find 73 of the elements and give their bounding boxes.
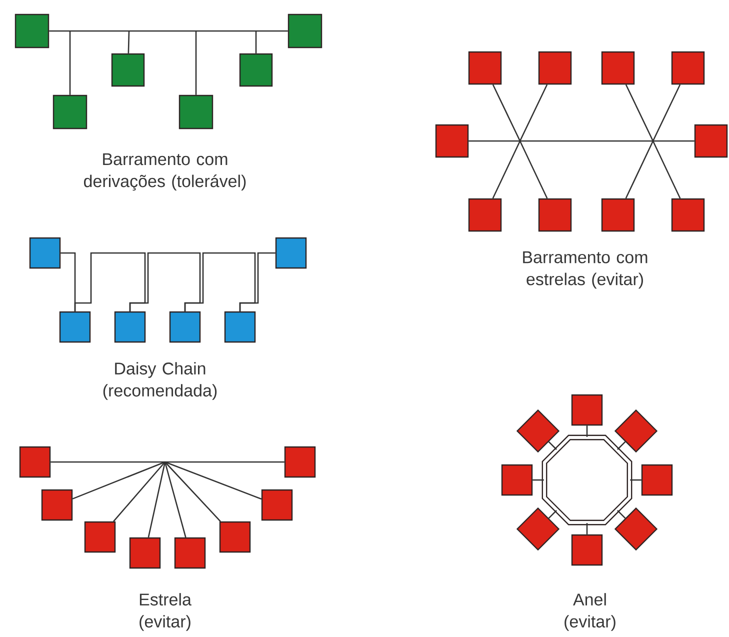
connector-line bbox=[586, 523, 588, 534]
device-box bbox=[111, 53, 145, 87]
device-box bbox=[501, 464, 533, 496]
connector-line bbox=[630, 479, 642, 481]
connector-line bbox=[586, 426, 588, 437]
device-box bbox=[288, 14, 322, 48]
connector-line bbox=[625, 84, 654, 142]
connector-line bbox=[148, 462, 166, 538]
connector-line bbox=[195, 31, 197, 95]
caption: Estrela (evitar) bbox=[140, 593, 192, 631]
device-box bbox=[694, 124, 728, 158]
device-box bbox=[178, 94, 214, 130]
device-box bbox=[29, 237, 61, 269]
connector-line bbox=[239, 252, 276, 312]
connector-line bbox=[72, 461, 166, 500]
connector-line bbox=[468, 140, 694, 142]
device-box bbox=[84, 521, 116, 553]
device-box bbox=[571, 394, 603, 426]
device-box bbox=[169, 311, 201, 343]
connector-line bbox=[617, 510, 626, 519]
connector-line bbox=[129, 252, 201, 312]
connector-line bbox=[164, 462, 221, 522]
device-box bbox=[261, 489, 293, 521]
device-box bbox=[571, 534, 603, 566]
caption: Daisy Chain (recomendada) bbox=[103, 362, 217, 400]
device-box bbox=[284, 446, 316, 478]
connector-line bbox=[49, 30, 288, 32]
connector-line bbox=[50, 461, 284, 463]
connector-line bbox=[519, 84, 548, 142]
connector-line bbox=[164, 462, 186, 538]
device-box bbox=[14, 14, 50, 48]
device-box bbox=[59, 311, 91, 343]
device-box bbox=[435, 124, 469, 158]
device-box bbox=[114, 311, 146, 343]
device-box bbox=[671, 198, 705, 232]
connector-line bbox=[113, 462, 166, 522]
connector-line bbox=[652, 140, 681, 199]
connector-line bbox=[519, 140, 548, 199]
connector-line bbox=[184, 252, 256, 312]
device-box bbox=[468, 198, 502, 232]
connector-line bbox=[548, 510, 557, 519]
connector-line bbox=[625, 140, 654, 199]
connector-line bbox=[74, 252, 146, 312]
connector-line bbox=[492, 84, 521, 142]
connector-line bbox=[128, 30, 130, 54]
device-box bbox=[219, 521, 251, 553]
device-box bbox=[129, 537, 161, 569]
connector-line bbox=[492, 140, 521, 199]
device-box bbox=[239, 53, 273, 87]
connector-line bbox=[548, 441, 557, 450]
connector-line bbox=[164, 461, 262, 500]
device-box bbox=[538, 198, 572, 232]
connector-line bbox=[617, 441, 626, 450]
device-box bbox=[538, 51, 572, 85]
ring-octagon bbox=[542, 434, 632, 526]
device-box bbox=[601, 198, 635, 232]
caption: Barramento com derivações (tolerável) bbox=[84, 153, 246, 191]
connector-line bbox=[69, 31, 71, 95]
caption: Anel (evitar) bbox=[564, 593, 616, 631]
device-box bbox=[41, 489, 73, 521]
caption: Barramento com estrelas (evitar) bbox=[523, 251, 648, 289]
device-box bbox=[468, 51, 502, 85]
device-box bbox=[275, 237, 307, 269]
connector-line bbox=[255, 31, 257, 54]
device-box bbox=[174, 537, 206, 569]
device-box bbox=[224, 311, 256, 343]
device-box bbox=[19, 446, 51, 478]
connector-line bbox=[652, 84, 681, 142]
device-box bbox=[601, 51, 635, 85]
connector-line bbox=[532, 479, 544, 481]
device-box bbox=[671, 51, 705, 85]
device-box bbox=[641, 464, 673, 496]
device-box bbox=[52, 94, 88, 130]
